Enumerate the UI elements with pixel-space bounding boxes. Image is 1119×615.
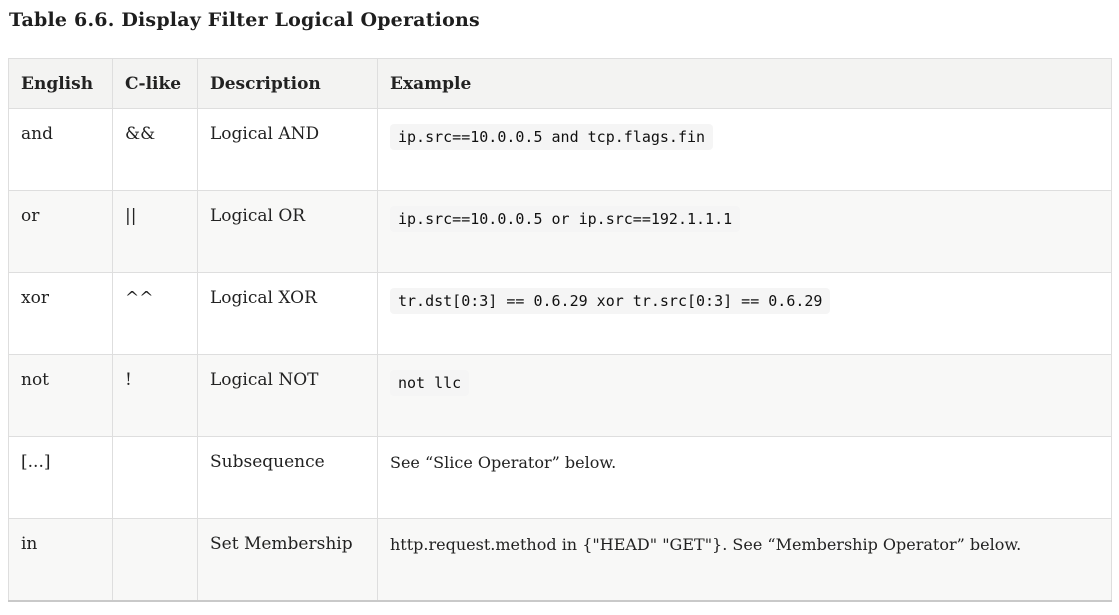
cell-description: Set Membership [197,518,378,602]
example-text: See “Slice Operator” below. [390,453,617,472]
cell-example: See “Slice Operator” below. [377,436,1112,519]
table-row-and: and && Logical AND ip.src==10.0.0.5 and … [8,108,1112,191]
cell-clike: && [112,108,198,191]
table-row-in: in Set Membership http.request.method in… [8,518,1112,602]
example-code: ip.src==10.0.0.5 and tcp.flags.fin [390,124,714,150]
cell-description: Subsequence [197,436,378,519]
cell-english: in [8,518,113,602]
cell-clike [112,436,198,519]
cell-description: Logical AND [197,108,378,191]
cell-description: Logical OR [197,190,378,273]
example-code: tr.dst[0:3] == 0.6.29 xor tr.src[0:3] ==… [390,288,831,314]
column-header-description: Description [197,58,378,109]
cell-example: ip.src==10.0.0.5 and tcp.flags.fin [377,108,1112,191]
cell-english: and [8,108,113,191]
cell-example: http.request.method in {"HEAD" "GET"}. S… [377,518,1112,602]
cell-english: not [8,354,113,437]
column-header-example: Example [377,58,1112,109]
cell-example: not llc [377,354,1112,437]
cell-clike: ! [112,354,198,437]
table-row-subsequence: [...] Subsequence See “Slice Operator” b… [8,436,1112,519]
column-header-clike: C-like [112,58,198,109]
table-row-or: or || Logical OR ip.src==10.0.0.5 or ip.… [8,190,1112,273]
cell-description: Logical XOR [197,272,378,355]
cell-english: xor [8,272,113,355]
header-row: English C-like Description Example [8,58,1112,109]
cell-clike: ^^ [112,272,198,355]
example-code: ip.src==10.0.0.5 or ip.src==192.1.1.1 [390,206,741,232]
table-row-not: not ! Logical NOT not llc [8,354,1112,437]
cell-description: Logical NOT [197,354,378,437]
cell-clike: || [112,190,198,273]
cell-example: tr.dst[0:3] == 0.6.29 xor tr.src[0:3] ==… [377,272,1112,355]
cell-clike [112,518,198,602]
table-row-xor: xor ^^ Logical XOR tr.dst[0:3] == 0.6.29… [8,272,1112,355]
cell-english: [...] [8,436,113,519]
example-text: http.request.method in {"HEAD" "GET"}. S… [390,535,1022,554]
table-caption: Table 6.6. Display Filter Logical Operat… [9,9,480,31]
example-code: not llc [390,370,470,396]
column-header-english: English [8,58,113,109]
logical-operations-table: English C-like Description Example and &… [8,58,1112,602]
cell-english: or [8,190,113,273]
cell-example: ip.src==10.0.0.5 or ip.src==192.1.1.1 [377,190,1112,273]
